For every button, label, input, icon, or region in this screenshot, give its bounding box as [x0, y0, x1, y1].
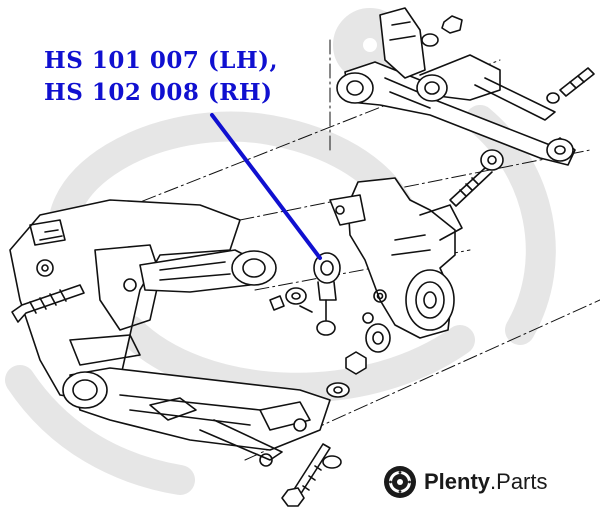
brake-disc-icon — [384, 466, 416, 498]
brand-tld: .Parts — [490, 469, 548, 494]
brand-name: Plenty — [424, 469, 491, 494]
part-number-rh: HS 102 008 (RH) — [44, 79, 273, 106]
suspension-drawing — [9, 7, 600, 507]
brand-wordmark: Plenty.Parts — [424, 469, 548, 495]
brand-logo: Plenty.Parts — [382, 463, 548, 501]
part-number-lh: HS 101 007 (LH), — [44, 47, 279, 74]
callout-pointer — [210, 113, 322, 260]
